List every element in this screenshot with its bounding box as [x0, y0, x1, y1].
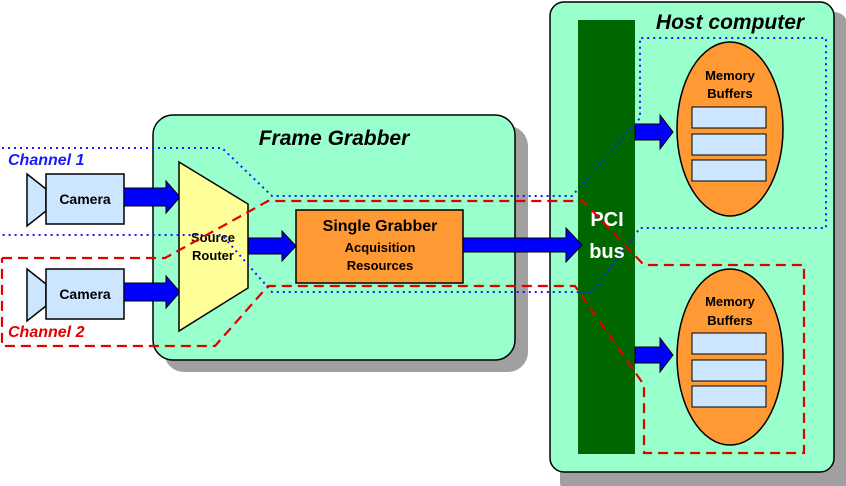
camera-1-lens-icon	[26, 172, 47, 228]
camera-1: Camera	[26, 172, 125, 228]
arrow-grabber-to-pci	[462, 226, 583, 264]
single-grabber: Single Grabber Acquisition Resources	[295, 209, 464, 284]
camera-2: Camera	[26, 267, 125, 323]
camera-1-label: Camera	[59, 191, 111, 207]
single-grabber-label-line1: Single Grabber	[323, 218, 438, 235]
single-grabber-label-line3: Resources	[347, 258, 413, 273]
memory-buffers-1-label-line1: Memory	[705, 68, 756, 83]
arrow-pci-to-buffer-2	[634, 336, 674, 374]
arrow-camera1-to-router	[123, 179, 181, 215]
arrow-camera2-to-router	[123, 274, 181, 310]
source-router: Source Router	[178, 160, 249, 333]
arrow-pci-to-buffer-1	[634, 113, 674, 151]
camera-2-label: Camera	[59, 286, 111, 302]
source-router-shape	[178, 160, 249, 333]
memory-buffers-2-label-line1: Memory	[705, 294, 756, 309]
single-grabber-label-line2: Acquisition	[345, 240, 416, 255]
channel-2-path	[0, 199, 806, 455]
camera-2-body	[45, 268, 125, 320]
source-router-label-line1: Source	[191, 230, 235, 245]
buffer-slot	[691, 385, 767, 408]
single-grabber-box	[295, 209, 464, 284]
buffer-slot	[691, 106, 767, 129]
frame-grabber-title: Frame Grabber	[259, 127, 411, 150]
pci-bus-label-line1: PCI	[590, 209, 623, 231]
data-flow-arrows	[123, 113, 674, 374]
host-computer-title: Host computer	[656, 11, 806, 34]
arrow-router-to-grabber	[247, 229, 297, 263]
buffer-slot	[691, 159, 767, 182]
buffer-slot	[691, 332, 767, 355]
channel-1-path	[2, 37, 827, 293]
pci-bus: PCI bus	[578, 20, 635, 454]
camera-1-body	[45, 173, 125, 225]
memory-buffers-2-label-line2: Buffers	[707, 313, 753, 328]
pci-bus-label-line2: bus	[589, 241, 625, 263]
source-router-label-line2: Router	[192, 248, 234, 263]
buffer-slot	[691, 133, 767, 156]
memory-buffers-2: Memory Buffers	[676, 268, 784, 446]
pci-bus-bar	[578, 20, 635, 454]
camera-2-lens-icon	[26, 267, 47, 323]
channel-2-label: Channel 2	[8, 324, 85, 341]
memory-buffers-1-label-line2: Buffers	[707, 86, 753, 101]
memory-buffers-1: Memory Buffers	[676, 41, 784, 217]
channel-1-label: Channel 1	[8, 152, 85, 169]
buffer-slot	[691, 359, 767, 382]
